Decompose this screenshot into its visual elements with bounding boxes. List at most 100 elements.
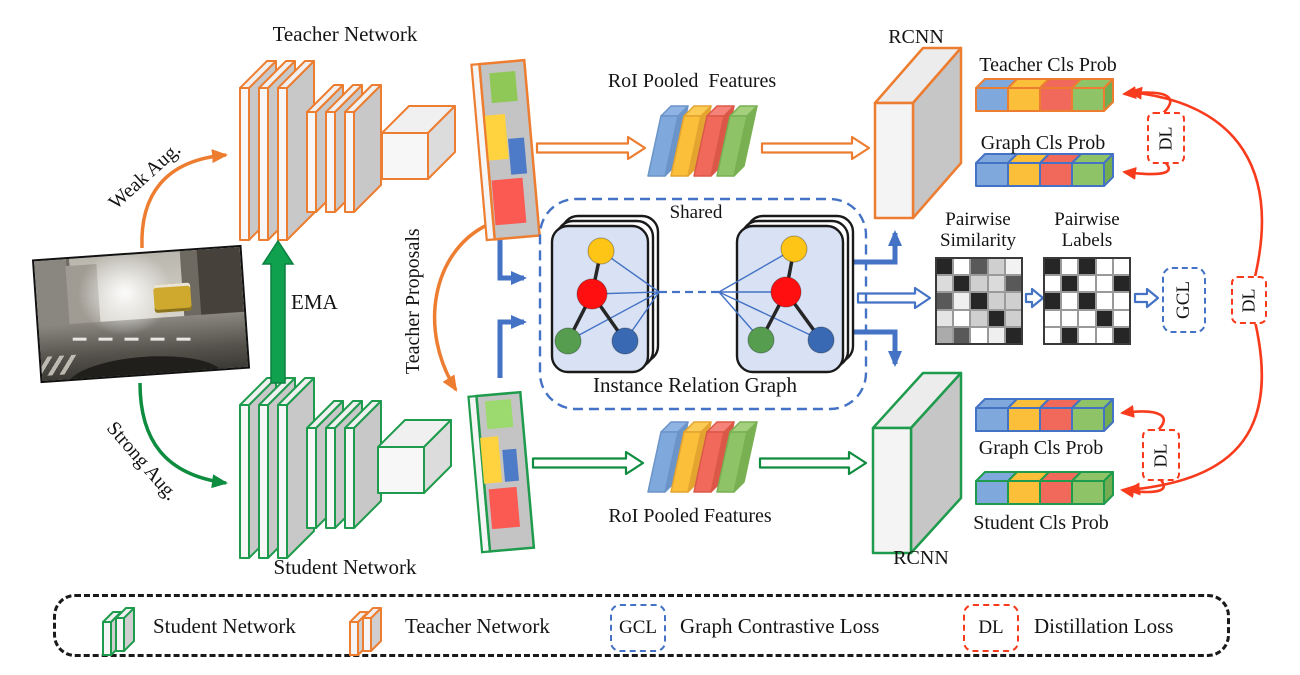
pairwise-similarity-line1: Pairwise bbox=[945, 209, 1011, 230]
matrix-cell bbox=[1045, 293, 1061, 309]
matrix-cell bbox=[1045, 276, 1061, 292]
matrix-cell bbox=[1079, 259, 1095, 275]
similarity-to-labels-arrow bbox=[1024, 287, 1045, 309]
legend-teacher-network-label: Teacher Network bbox=[405, 614, 550, 638]
teacher-backbone bbox=[239, 60, 456, 241]
teacher-network-plates-icon bbox=[349, 607, 382, 656]
matrix-cell bbox=[971, 259, 987, 275]
matrix-cell bbox=[1113, 276, 1129, 292]
rcnn-top-label: RCNN bbox=[888, 26, 944, 48]
teacher-cube bbox=[381, 105, 456, 180]
matrix-cell bbox=[971, 310, 987, 326]
matrix-cell bbox=[971, 327, 987, 343]
matrix-cell bbox=[954, 259, 970, 275]
matrix-cell bbox=[1096, 327, 1112, 343]
student-backbone bbox=[239, 377, 452, 559]
input-image bbox=[31, 244, 251, 384]
dl-box-bottom-label: DL bbox=[1150, 443, 1171, 467]
pairwise-similarity-line2: Similarity bbox=[940, 230, 1016, 252]
matrix-cell bbox=[1045, 310, 1061, 326]
proposal-box-green bbox=[484, 399, 514, 430]
teacher-map-to-roi-arrow bbox=[535, 135, 647, 161]
student-map-to-roi-arrow bbox=[531, 450, 645, 476]
gcl-box: GCL bbox=[1162, 267, 1206, 333]
dl-big-arc-upper bbox=[1128, 86, 1264, 297]
teacher-cls-prob-label: Teacher Cls Prob bbox=[979, 54, 1117, 76]
graph-cls-prob-bar-top bbox=[975, 153, 1114, 187]
legend-dl-box: DL bbox=[963, 604, 1019, 652]
matrix-cell bbox=[1062, 327, 1078, 343]
proposal-box-red bbox=[491, 177, 527, 226]
matrix-cell bbox=[1113, 310, 1129, 326]
matrix-cell bbox=[988, 310, 1004, 326]
matrix-cell bbox=[1079, 293, 1095, 309]
labels-to-gcl-arrow bbox=[1133, 287, 1160, 309]
teacher-map-to-graph-arrow bbox=[497, 240, 527, 285]
matrix-cell bbox=[988, 293, 1004, 309]
rcnn-box-top bbox=[873, 46, 963, 220]
matrix-cell bbox=[1079, 327, 1095, 343]
matrix-cell bbox=[937, 293, 953, 309]
teacher-feature-map bbox=[470, 58, 541, 242]
lane-marking bbox=[72, 338, 193, 342]
matrix-cell bbox=[988, 259, 1004, 275]
proposal-box-red bbox=[488, 486, 521, 530]
strong-aug-arrow bbox=[138, 382, 228, 489]
dl-box-top-label: DL bbox=[1155, 126, 1176, 150]
legend-gcl-abbr: GCL bbox=[619, 617, 657, 638]
matrix-cell bbox=[1062, 293, 1078, 309]
roi-pooled-features-top-label: RoI Pooled Features bbox=[607, 70, 777, 92]
proposal-box-blue bbox=[502, 448, 519, 482]
matrix-cell bbox=[971, 276, 987, 292]
student-network-plates-icon bbox=[102, 607, 135, 656]
matrix-cell bbox=[954, 293, 970, 309]
rcnn-bottom-label: RCNN bbox=[893, 547, 949, 569]
graph-to-teacher-rcnn-arrow bbox=[852, 230, 902, 265]
proposal-box-yellow bbox=[484, 114, 509, 161]
matrix-cell bbox=[1005, 293, 1021, 309]
student-map-to-graph-arrow bbox=[497, 315, 527, 378]
roi-to-student-rcnn-arrow bbox=[758, 450, 868, 476]
roi-pooled-features-bottom-label: RoI Pooled Features bbox=[608, 505, 772, 527]
matrix-cell bbox=[1062, 276, 1078, 292]
yellow-van bbox=[153, 282, 193, 313]
student-cls-prob-bar bbox=[975, 471, 1114, 505]
weak-aug-arrow bbox=[140, 149, 228, 249]
pairwise-labels-line1: Pairwise bbox=[1054, 209, 1120, 230]
legend: Student Network Teacher Network GCL Grap… bbox=[53, 594, 1230, 657]
matrix-cell bbox=[1005, 327, 1021, 343]
pairwise-labels-matrix bbox=[1043, 257, 1131, 345]
teacher-proposals-label: Teacher Proposals bbox=[401, 228, 424, 375]
matrix-cell bbox=[971, 293, 987, 309]
student-feature-map bbox=[467, 390, 536, 554]
dl-box-right: DL bbox=[1231, 276, 1267, 324]
teacher-proposals-arrow bbox=[432, 223, 488, 392]
student-network-label: Student Network bbox=[273, 555, 417, 579]
matrix-cell bbox=[1045, 259, 1061, 275]
legend-gcl-label: Graph Contrastive Loss bbox=[680, 614, 880, 638]
matrix-cell bbox=[1096, 276, 1112, 292]
graph-to-student-rcnn-arrow bbox=[852, 329, 902, 367]
graph-cls-prob-bottom-label: Graph Cls Prob bbox=[978, 437, 1104, 459]
matrix-cell bbox=[1062, 310, 1078, 326]
matrix-cell bbox=[1079, 310, 1095, 326]
dl-big-arc-lower bbox=[1126, 301, 1264, 496]
matrix-cell bbox=[988, 276, 1004, 292]
roi-to-teacher-rcnn-arrow bbox=[760, 135, 871, 161]
matrix-cell bbox=[1113, 293, 1129, 309]
matrix-cell bbox=[1096, 310, 1112, 326]
ema-arrow bbox=[261, 239, 295, 384]
ema-label: EMA bbox=[291, 290, 338, 314]
rcnn-box-bottom bbox=[871, 371, 963, 555]
legend-gcl-box: GCL bbox=[610, 604, 666, 652]
legend-dl-label: Distillation Loss bbox=[1034, 614, 1174, 638]
legend-dl-abbr: DL bbox=[978, 617, 1004, 638]
pairwise-similarity-matrix bbox=[935, 257, 1023, 345]
matrix-cell bbox=[1005, 310, 1021, 326]
gcl-box-label: GCL bbox=[1173, 281, 1194, 319]
proposal-box-green bbox=[489, 70, 518, 104]
graph-cls-prob-bar-bottom bbox=[975, 398, 1114, 432]
